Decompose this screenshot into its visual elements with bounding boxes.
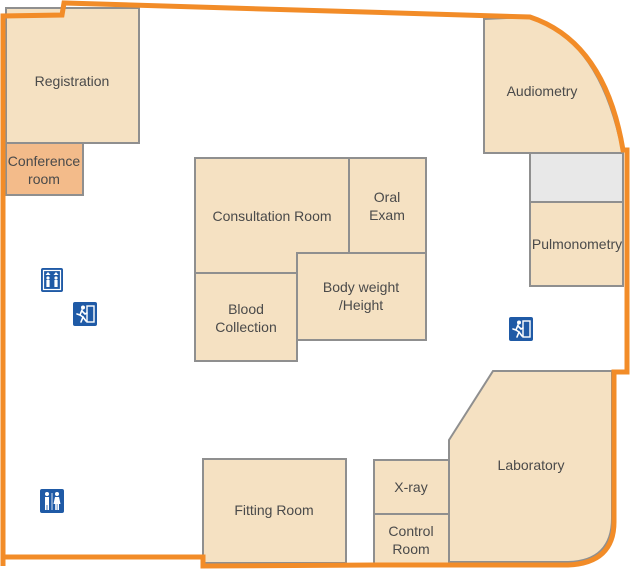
audiometry-label: Audiometry [507, 83, 578, 99]
room-blood-collection[interactable]: Blood Collection [194, 272, 298, 362]
registration-label: Registration [35, 73, 110, 89]
laboratory-label: Laboratory [498, 457, 565, 473]
body-weight-label-line1: Body weight [323, 279, 399, 295]
conference-label-line2: room [28, 171, 60, 187]
room-oral-exam[interactable]: Oral Exam [348, 157, 427, 254]
consultation-label: Consultation Room [212, 208, 331, 224]
oral-exam-room-shape [348, 157, 427, 254]
control-room-shape [373, 513, 450, 565]
fitting-room-label: Fitting Room [234, 502, 313, 518]
room-pulmonometry[interactable]: Pulmonometry [529, 201, 624, 287]
registration-room-shape [5, 7, 140, 144]
room-conference[interactable]: Conference room [5, 142, 84, 196]
blood-collection-room-shape [194, 272, 298, 362]
pulmonometry-room-shape [529, 201, 624, 287]
conference-room-shape [5, 142, 84, 196]
emergency-exit-icon [73, 302, 97, 326]
xray-room-shape [373, 459, 450, 515]
room-fitting[interactable]: Fitting Room [202, 458, 347, 564]
gray-corridor-block [529, 152, 624, 203]
room-control[interactable]: Control Room [373, 513, 450, 565]
control-room-label-line2: Room [392, 541, 429, 557]
room-body-weight[interactable]: Body weight /Height [296, 252, 427, 341]
conference-label-line1: Conference [8, 153, 81, 169]
body-weight-label-line2: /Height [339, 297, 383, 313]
restroom-icon [40, 489, 64, 513]
blood-collection-label-line2: Collection [215, 319, 276, 335]
room-registration[interactable]: Registration [5, 7, 140, 144]
blood-collection-label-line1: Blood [228, 301, 264, 317]
emergency-exit-icon [509, 317, 533, 341]
pulmonometry-label: Pulmonometry [532, 236, 622, 252]
fitting-room-shape [202, 458, 347, 564]
oral-exam-label-line1: Oral [374, 189, 400, 205]
room-laboratory[interactable]: Laboratory [448, 370, 613, 563]
control-room-label-line1: Control [388, 523, 433, 539]
gray-block-shape [529, 152, 624, 203]
oral-exam-label-line2: Exam [369, 207, 405, 223]
xray-label: X-ray [394, 479, 427, 495]
elevator-icon [41, 268, 63, 292]
room-xray[interactable]: X-ray [373, 459, 450, 515]
